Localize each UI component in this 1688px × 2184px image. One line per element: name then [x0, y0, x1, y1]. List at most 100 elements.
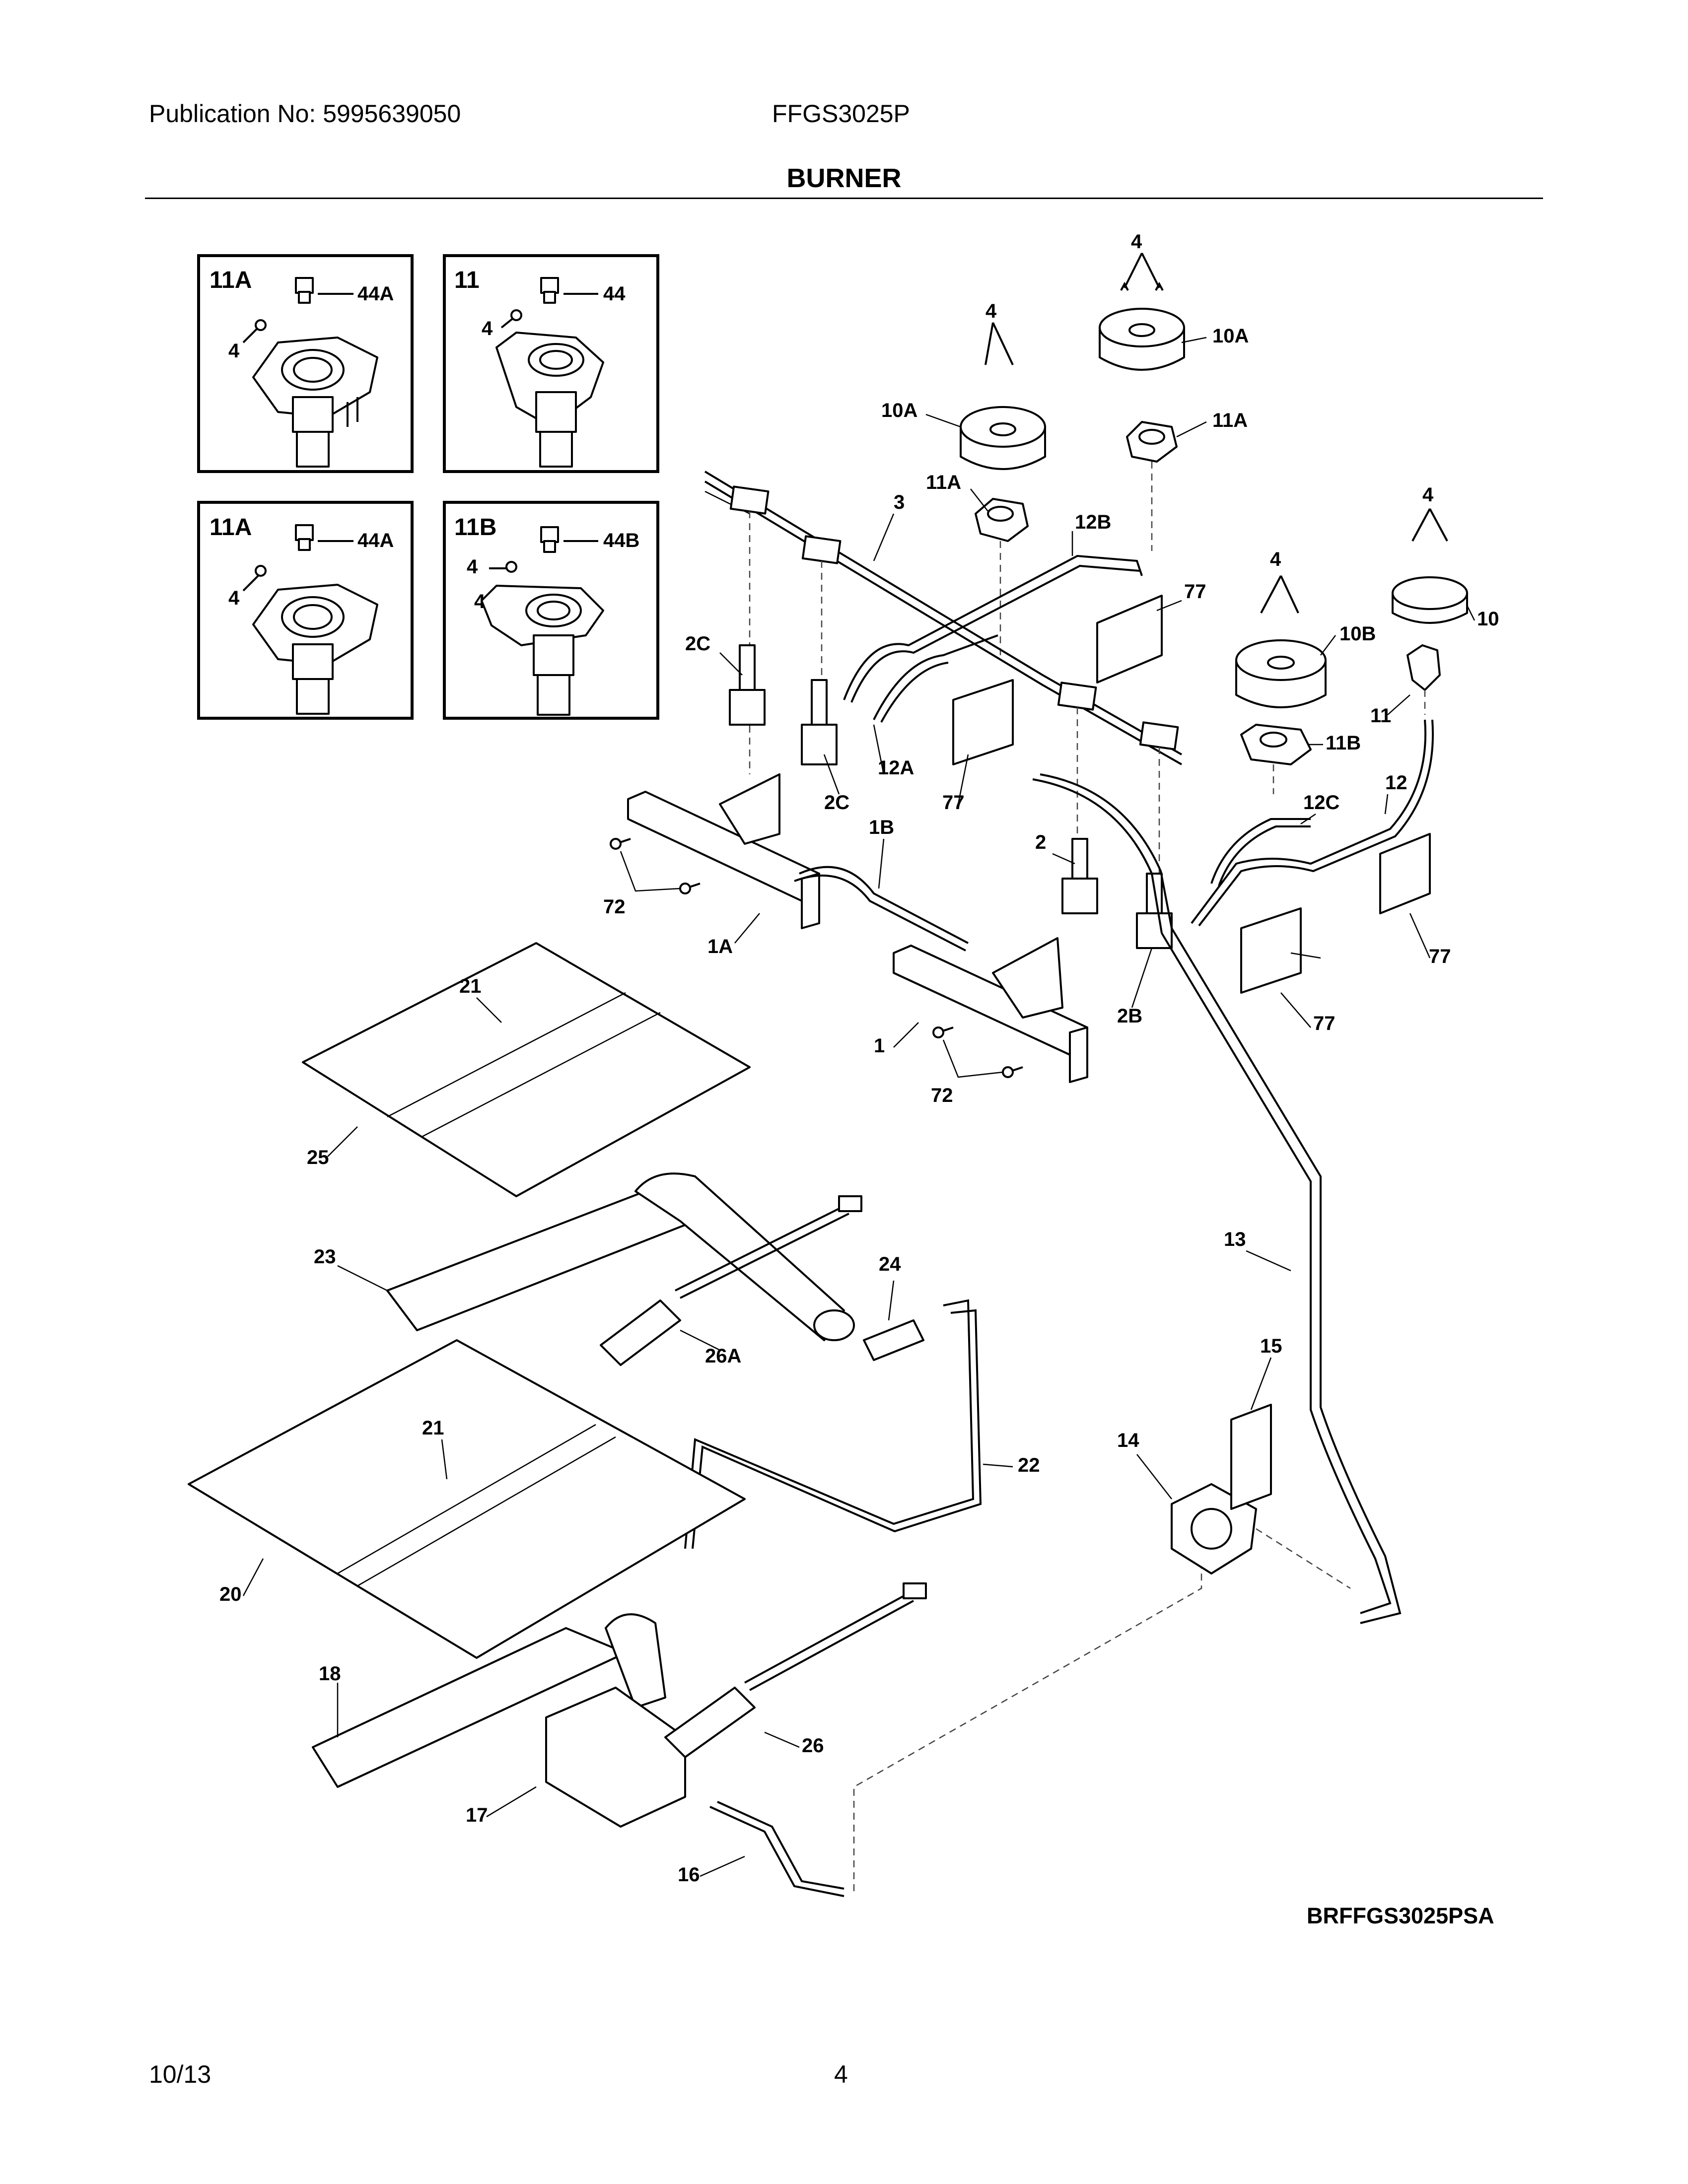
callout-1: 1: [874, 1035, 885, 1057]
page-number: 4: [834, 2060, 848, 2088]
callout-10a: 10A: [881, 400, 917, 421]
cap-10: [1392, 508, 1468, 624]
callout-26: 26: [802, 1735, 824, 1757]
tubes-upper: [843, 554, 1434, 927]
callout-22: 22: [1018, 1454, 1040, 1476]
regulator-14: [1171, 1483, 1351, 1589]
callout-2b: 2B: [1117, 1005, 1142, 1027]
callout-2c: 2C: [685, 633, 710, 655]
callout-16: 16: [678, 1864, 700, 1886]
callouts: 4 4 4 4 10A 10A 10B 10 11A 11A 11B 11 3 …: [219, 231, 1499, 1886]
tube-22: [684, 1299, 982, 1549]
callout-44a: 44A: [357, 283, 394, 305]
igniter-26: [664, 1582, 927, 1758]
manifold-1a: [627, 773, 820, 929]
callout-14: 14: [1117, 1430, 1139, 1451]
callout-77: 77: [1429, 946, 1451, 967]
callout-12c: 12C: [1303, 792, 1339, 814]
callout-4: 4: [474, 591, 486, 613]
inset-title: 11: [454, 267, 480, 293]
footer-date: 10/13: [149, 2060, 211, 2088]
callout-3: 3: [894, 491, 905, 513]
callout-77: 77: [942, 792, 965, 814]
leader-lines: [242, 337, 1476, 1877]
callout-44: 44: [603, 283, 626, 305]
burner-head-part: [495, 277, 604, 468]
screws-72: [610, 838, 1023, 1078]
page-title: BURNER: [786, 163, 902, 193]
callout-15: 15: [1260, 1335, 1282, 1357]
inset-11-top: 11 44 4: [443, 254, 659, 473]
heat-shield-25: [302, 942, 751, 1197]
callout-72: 72: [931, 1085, 953, 1106]
head-11b: [1240, 724, 1312, 794]
cap-10b: [1235, 575, 1327, 708]
burner-tube-23: [386, 1172, 855, 1341]
callout-11b: 11B: [1326, 732, 1361, 754]
valve-17: [545, 1687, 686, 1828]
callout-2c: 2C: [824, 792, 849, 814]
callout-11: 11: [1370, 705, 1391, 727]
tube-16: [709, 1534, 1202, 1897]
burner-head-part: [242, 277, 378, 468]
callout-25: 25: [307, 1147, 329, 1168]
burner-tube-18: [312, 1613, 666, 1788]
orifice-24: [863, 1319, 924, 1361]
callout-44a: 44A: [357, 530, 394, 551]
inset-11a-top: 11A 44A 4: [197, 254, 414, 473]
callout-24: 24: [879, 1253, 901, 1275]
burner-head-part: [481, 526, 604, 716]
header-rule: [145, 198, 1543, 199]
callout-4: 4: [228, 340, 240, 362]
publication-number: Publication No: 5995639050: [149, 100, 461, 128]
callout-4: 4: [1270, 548, 1281, 570]
head-11a-left: [975, 498, 1029, 660]
callout-72: 72: [603, 896, 626, 918]
callout-10a: 10A: [1212, 325, 1249, 347]
cap-10a-right: [1099, 253, 1185, 371]
cap-10a-left: [960, 322, 1046, 470]
callout-12b: 12B: [1075, 511, 1111, 533]
igniter-26a: [600, 1195, 862, 1366]
burner-head-part: [242, 524, 378, 715]
callout-77: 77: [1313, 1013, 1336, 1034]
callout-12: 12: [1385, 772, 1407, 794]
callout-4: 4: [1131, 231, 1142, 253]
spark-harness-3: [704, 471, 1182, 884]
head-11a-right: [1126, 421, 1178, 551]
inset-title: 11A: [210, 514, 252, 541]
supply-tube-13: [1032, 773, 1402, 1624]
callout-11a: 11A: [926, 472, 961, 493]
callout-10b: 10B: [1339, 623, 1376, 645]
model-number: FFGS3025P: [772, 100, 910, 128]
callout-4: 4: [1422, 484, 1434, 506]
head-11: [1407, 644, 1441, 715]
callout-23: 23: [314, 1246, 336, 1268]
inset-11a-bottom: 11A 44A 4: [197, 501, 414, 720]
callout-4: 4: [985, 300, 997, 322]
valves: [729, 644, 1173, 949]
brackets-77: [952, 595, 1431, 994]
callout-4: 4: [467, 556, 478, 578]
callout-18: 18: [319, 1663, 341, 1685]
callout-77: 77: [1184, 581, 1206, 603]
callout-12a: 12A: [878, 757, 914, 779]
callout-26a: 26A: [705, 1345, 741, 1367]
callout-17: 17: [466, 1804, 488, 1826]
callout-44b: 44B: [603, 530, 639, 551]
callout-10: 10: [1477, 608, 1499, 630]
inset-title: 11A: [210, 267, 252, 293]
bracket-15: [1230, 1404, 1272, 1510]
callout-21: 21: [459, 975, 482, 997]
callout-21: 21: [422, 1417, 444, 1439]
callout-11a: 11A: [1212, 410, 1248, 431]
manifold-1: [794, 866, 1088, 1083]
heat-shield-20: [188, 1339, 746, 1659]
inset-title: 11B: [454, 514, 496, 541]
callout-1a: 1A: [707, 936, 733, 957]
callout-1b: 1B: [869, 817, 894, 838]
callout-20: 20: [219, 1583, 242, 1605]
callout-4: 4: [228, 587, 240, 609]
diagram-reference-code: BRFFGS3025PSA: [1307, 1903, 1494, 1928]
